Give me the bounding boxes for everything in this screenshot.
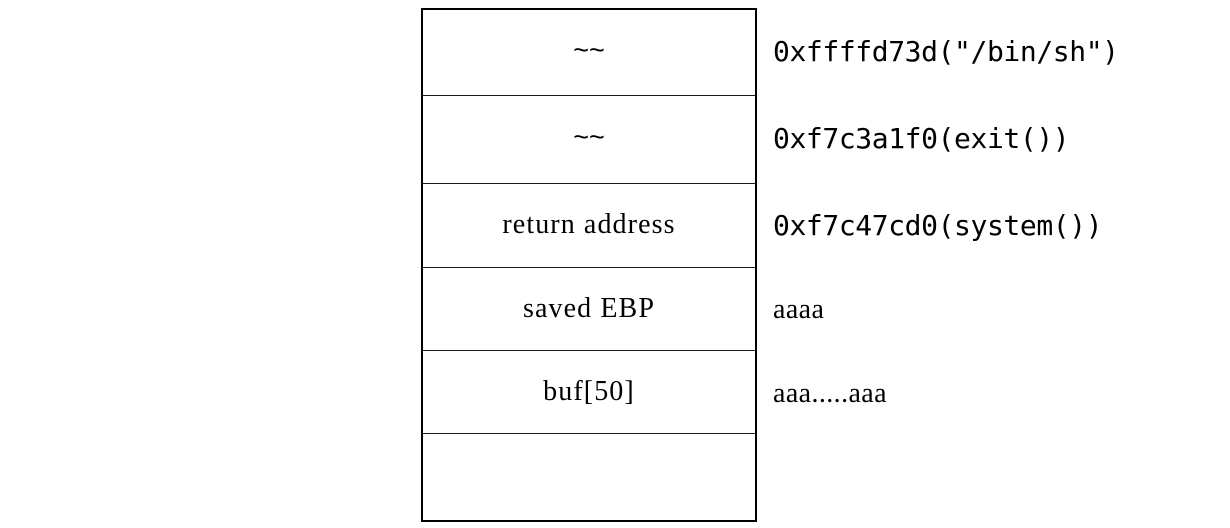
stack-row-saved-ebp: saved EBP	[423, 268, 755, 352]
stack-cell-label: saved EBP	[522, 293, 655, 325]
stack-cell-label: return address	[502, 209, 676, 241]
stack-cell-label: buf[50]	[543, 376, 635, 407]
stack-row-empty	[423, 434, 755, 520]
annotation-value-shellcode-string: 0xffffd73d("/bin/sh")	[773, 34, 1119, 68]
stack-row-exit-arg: ~~	[423, 96, 755, 184]
annotation-column: 0xffffd73d("/bin/sh") 0xf7c3a1f0(exit())…	[773, 8, 1213, 522]
annotation-value-saved-ebp-filler: aaaa	[773, 294, 825, 325]
annotation-row: 0xffffd73d("/bin/sh")	[773, 8, 1213, 95]
annotation-value-system-address: 0xf7c47cd0(system())	[773, 208, 1103, 242]
stack-row-shellcode-string: ~~	[423, 10, 755, 97]
annotation-row: aaa.....aaa	[773, 352, 1213, 435]
stack-cell-label: ~~	[573, 121, 605, 152]
stack-row-buffer: buf[50]	[423, 351, 755, 434]
annotation-value-exit-address: 0xf7c3a1f0(exit())	[773, 122, 1070, 155]
annotation-row: aaaa	[773, 268, 1213, 352]
annotation-row: 0xf7c47cd0(system())	[773, 183, 1213, 268]
annotation-row: 0xf7c3a1f0(exit())	[773, 95, 1213, 183]
annotation-value-buffer-filler: aaa.....aaa	[773, 377, 887, 409]
stack-row-return-address: return address	[423, 184, 755, 268]
stack-cell-label: ~~	[573, 35, 605, 66]
stack-frame-box: ~~ ~~ return address saved EBP buf[50]	[421, 8, 757, 522]
annotation-row	[773, 435, 1213, 522]
